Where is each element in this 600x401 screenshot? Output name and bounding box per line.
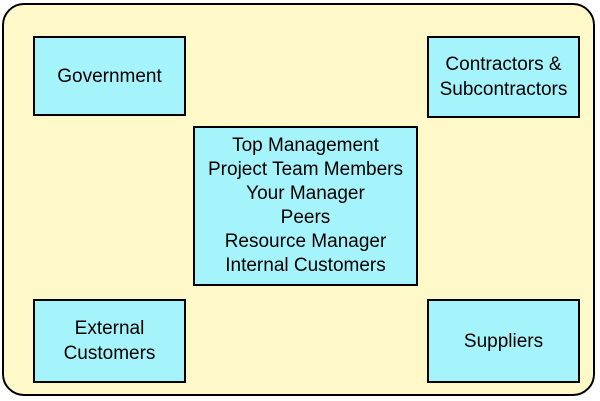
suppliers-label: Suppliers	[463, 330, 544, 352]
government-box: Government	[33, 36, 186, 116]
your-manager-label: Your Manager	[246, 183, 365, 204]
government-label: Government	[57, 65, 162, 87]
resource-manager-label: Resource Manager	[224, 231, 387, 252]
external-customers-label: External Customers	[63, 318, 156, 364]
stakeholder-panel: Government Contractors & Subcontractors …	[2, 3, 595, 396]
internal-stakeholders-box: Top Management Project Team Members Your…	[193, 126, 418, 286]
top-management-label: Top Management	[232, 135, 379, 156]
external-customers-box: External Customers	[33, 299, 186, 383]
internal-customers-label: Internal Customers	[225, 255, 386, 276]
contractors-box: Contractors & Subcontractors	[427, 36, 580, 118]
suppliers-box: Suppliers	[427, 299, 580, 383]
peers-label: Peers	[280, 207, 331, 228]
internal-stakeholders-list: Top Management Project Team Members Your…	[208, 134, 403, 278]
project-team-members-label: Project Team Members	[208, 159, 403, 180]
contractors-label: Contractors & Subcontractors	[439, 54, 568, 100]
